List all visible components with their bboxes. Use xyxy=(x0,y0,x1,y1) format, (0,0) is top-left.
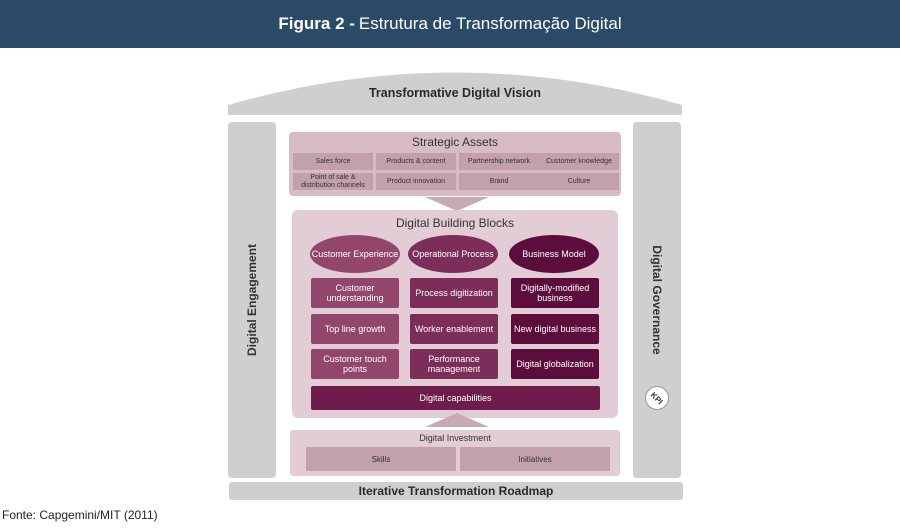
digital-investment-panel: Digital Investment Skills Initiatives xyxy=(290,430,620,476)
digital-capabilities-bar: Digital capabilities xyxy=(311,386,600,410)
digital-governance-pillar: Digital Governance xyxy=(633,122,681,478)
asset-cell: Brand xyxy=(459,173,539,190)
building-blocks-title: Digital Building Blocks xyxy=(395,216,515,230)
block-cell: Process digitization xyxy=(410,278,498,308)
asset-cell: Partnership network xyxy=(459,153,539,170)
strategic-assets-panel: Strategic Assets Sales force Products & … xyxy=(289,132,621,196)
asset-cell: Customer knowledge xyxy=(539,153,619,170)
digital-investment-title: Digital Investment xyxy=(419,433,491,443)
investment-initiatives: Initiatives xyxy=(460,447,610,471)
block-cell: New digital business xyxy=(511,314,599,344)
source-caption: Fonte: Capgemini/MIT (2011) xyxy=(2,508,158,522)
block-cell: Digitally-modified business xyxy=(511,278,599,308)
block-cell: Worker enablement xyxy=(410,314,498,344)
digital-building-blocks-panel: Digital Building Blocks Customer Experie… xyxy=(292,210,618,418)
asset-cell: Products & content xyxy=(376,153,456,170)
block-cell: Customer touch points xyxy=(311,349,399,379)
block-cell: Digital globalization xyxy=(511,349,599,379)
asset-cell: Sales force xyxy=(293,153,373,170)
block-cell: Performance management xyxy=(410,349,498,379)
asset-cell: Culture xyxy=(539,173,619,190)
digital-engagement-pillar: Digital Engagement xyxy=(228,122,276,478)
up-arrow xyxy=(425,413,489,427)
roadmap-bar: Iterative Transformation Roadmap xyxy=(229,482,683,500)
block-cell: Top line growth xyxy=(311,314,399,344)
strategic-assets-title: Strategic Assets xyxy=(411,135,499,149)
digital-engagement-label: Digital Engagement xyxy=(245,243,259,357)
pillar-business-model: Business Model xyxy=(509,235,599,273)
vision-label: Transformative Digital Vision xyxy=(368,86,542,100)
asset-cell: Point of sale & distribution channels xyxy=(293,173,373,190)
vision-dome-shape xyxy=(228,72,682,115)
asset-cell: Product innovation xyxy=(376,173,456,190)
figure-label: Figura 2 - xyxy=(278,14,355,33)
figure-title: Estrutura de Transformação Digital xyxy=(358,14,622,33)
figure-header: Figura 2 - Estrutura de Transformação Di… xyxy=(0,0,900,48)
digital-governance-label: Digital Governance xyxy=(650,245,664,355)
pillar-operational-process: Operational Process xyxy=(408,235,498,273)
pillar-customer-experience: Customer Experience xyxy=(310,235,400,273)
block-cell: Customer understanding xyxy=(311,278,399,308)
investment-skills: Skills xyxy=(306,447,456,471)
vision-dome: Transformative Digital Vision xyxy=(228,70,682,115)
down-arrow xyxy=(425,197,489,211)
